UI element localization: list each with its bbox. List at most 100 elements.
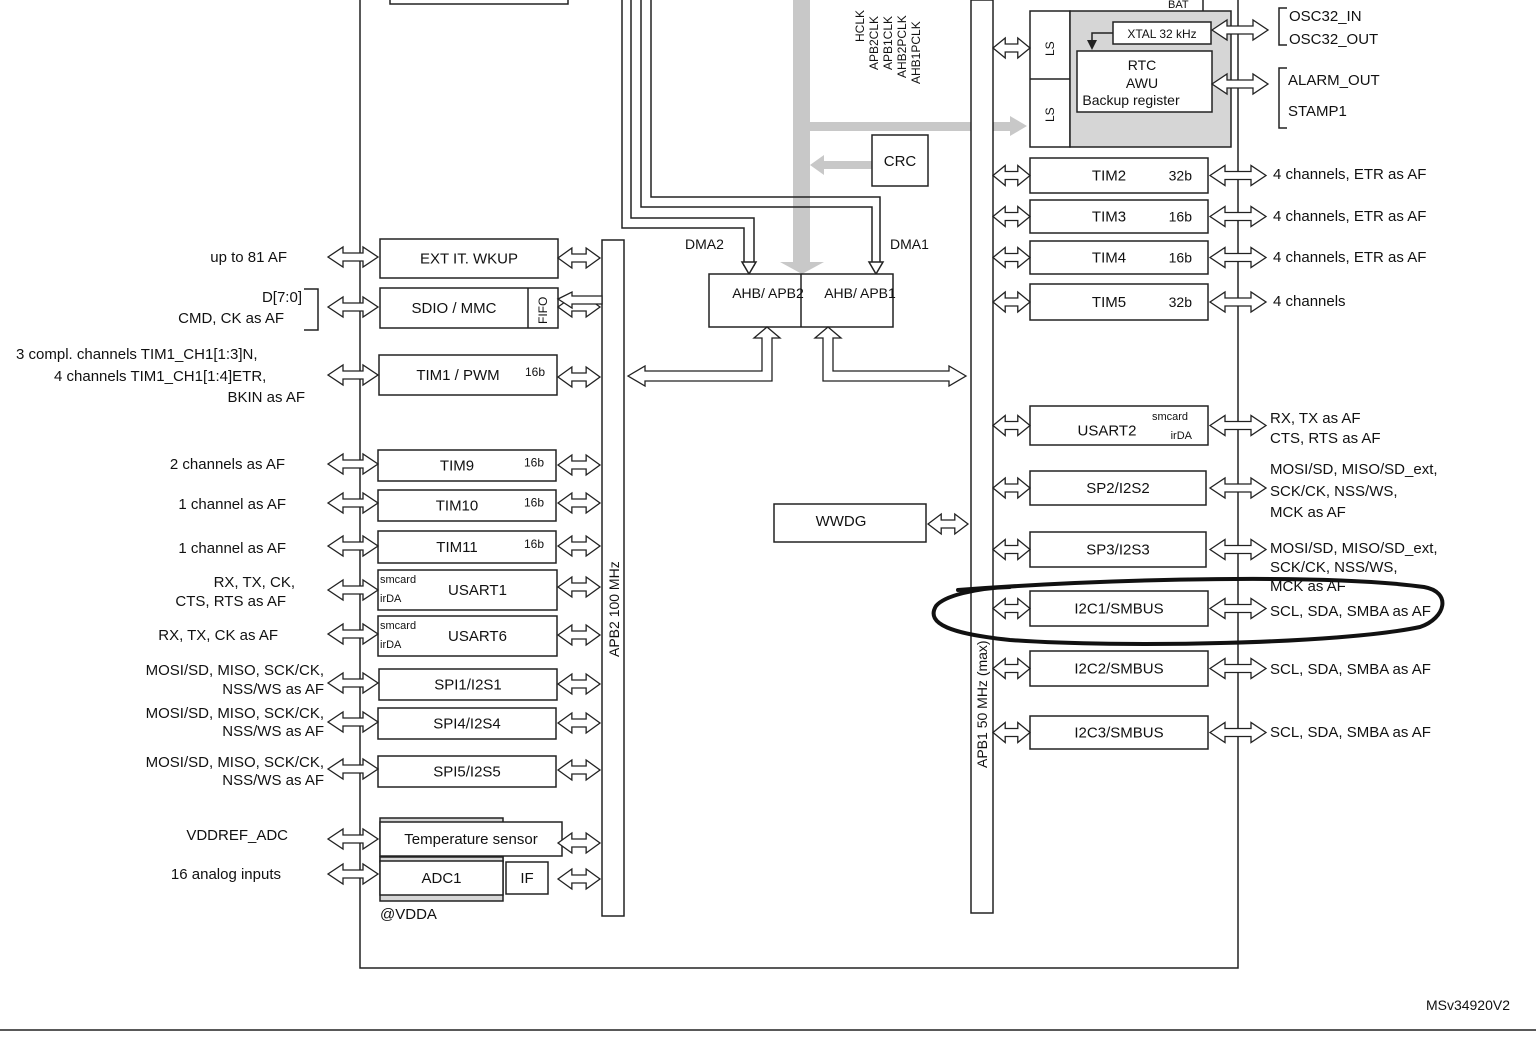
block-label: TIM3 <box>1092 209 1126 226</box>
signal-label: RX, TX, CK, <box>214 574 295 591</box>
block-label: I2C3/SMBUS <box>1074 725 1163 742</box>
signal-label: 16 analog inputs <box>171 866 281 883</box>
block <box>378 668 558 701</box>
bus-arrow <box>991 290 1032 314</box>
wwdg-block <box>773 503 927 543</box>
block-sublabel: smcard <box>1152 411 1188 423</box>
io-arrow <box>1208 538 1268 561</box>
block <box>1029 157 1209 194</box>
bus-arrow <box>991 246 1032 269</box>
fifo-label: FIFO <box>536 297 550 324</box>
ls-label: LS <box>1043 107 1057 122</box>
signal-label: MOSI/SD, MISO, SCK/CK, <box>146 662 324 679</box>
rtc-signal: STAMP1 <box>1288 103 1347 120</box>
signal-label: SCL, SDA, SMBA as AF <box>1270 724 1431 741</box>
block-label: SP3/I2S3 <box>1086 542 1149 559</box>
wwdg-label: WWDG <box>816 513 867 530</box>
signal-label: SCL, SDA, SMBA as AF <box>1270 603 1431 620</box>
rtc-line: RTC <box>1128 57 1157 73</box>
bus-arrow <box>991 36 1032 60</box>
block-label: TIM5 <box>1092 294 1126 311</box>
bus-arrow <box>556 453 602 477</box>
signal-label: up to 81 AF <box>210 249 287 266</box>
signal-label: NSS/WS as AF <box>222 723 324 740</box>
clock-label: HCLK <box>853 10 867 42</box>
xtal-label: XTAL 32 kHz <box>1127 27 1196 41</box>
rtc-line: AWU <box>1126 75 1158 91</box>
signal-label: 4 channels, ETR as AF <box>1273 208 1426 225</box>
highlight-ellipse <box>931 576 1445 646</box>
block-label: SPI5/I2S5 <box>433 764 501 781</box>
block <box>377 755 557 788</box>
block-label: SDIO / MMC <box>412 300 497 317</box>
signal-label: SCL, SDA, SMBA as AF <box>1270 661 1431 678</box>
bus-arrow <box>556 365 602 389</box>
block-sublabel: irDA <box>380 593 402 605</box>
rtc-signal: OSC32_IN <box>1289 8 1362 25</box>
ahb-apb2-label: AHB/ APB2 <box>732 285 804 301</box>
io-arrow <box>1208 205 1268 228</box>
bat-label: BAT <box>1168 0 1189 11</box>
figure-id: MSv34920V2 <box>1426 997 1510 1013</box>
apb1-peripheral: TIM3 16b 4 channels, ETR as AF <box>991 199 1426 234</box>
bus-arrow <box>556 672 602 696</box>
rtc-line: Backup register <box>1082 92 1180 108</box>
bus-arrow <box>556 623 602 647</box>
io-arrow <box>1208 597 1268 620</box>
io-arrow <box>1208 657 1268 680</box>
apb2-bus-label: APB2 100 MHz <box>606 561 622 657</box>
block-sublabel: irDA <box>380 639 402 651</box>
signal-label: 4 channels TIM1_CH1[1:4]ETR, <box>54 368 266 385</box>
bus-matrix: DMA2 DMA1 HCLK APB2CLK APB1CLK AHB2PCLK … <box>621 0 1027 543</box>
apb1-peripheral: I2C3/SMBUS SCL, SDA, SMBA as AF <box>991 715 1431 750</box>
bus-arrow <box>991 657 1032 680</box>
ls-label: LS <box>1043 41 1057 56</box>
signal-label: 3 compl. channels TIM1_CH1[1:3]N, <box>16 346 258 363</box>
signal-label: MOSI/SD, MISO/SD_ext, <box>1270 540 1438 557</box>
bus-arrow <box>556 491 602 515</box>
block <box>377 707 557 740</box>
signal-label: 1 channel as AF <box>178 540 286 557</box>
bus-arrow <box>556 575 602 599</box>
bit-width: 16b <box>1169 209 1193 225</box>
block <box>1029 199 1209 234</box>
bit-width: 32b <box>1169 294 1193 310</box>
io-arrow <box>1208 164 1268 187</box>
bus-arrow <box>991 538 1032 561</box>
block-label: USART6 <box>448 628 507 645</box>
signal-label: VDDREF_ADC <box>186 827 288 844</box>
block-label: SPI4/I2S4 <box>433 716 501 733</box>
signal-label: BKIN as AF <box>227 389 305 406</box>
block <box>1029 715 1209 750</box>
block-label: TIM9 <box>440 458 474 475</box>
block-label: I2C2/SMBUS <box>1074 661 1163 678</box>
signal-label: SCK/CK, NSS/WS, <box>1270 559 1398 576</box>
signal-label: CTS, RTS as AF <box>1270 430 1381 447</box>
bit-width: 32b <box>1169 168 1193 184</box>
io-arrow <box>326 710 380 734</box>
rtc-block <box>1076 50 1213 113</box>
clock-label: APB2CLK <box>867 16 881 70</box>
bus-arrow <box>926 512 970 536</box>
bit-width: 16b <box>524 537 544 551</box>
apb2-bus <box>601 239 625 917</box>
apb2-peripheral: EXT IT. WKUP up to 81 AF <box>210 238 602 279</box>
block-label: EXT IT. WKUP <box>420 251 518 268</box>
rtc-domain: LS LS XTAL 32 kHz RTC AWU Backup registe… <box>1029 7 1380 148</box>
supply-label: @VDDA <box>380 906 437 923</box>
crc-label: CRC <box>884 153 917 170</box>
bus-arrow <box>991 476 1032 500</box>
bus-arrow <box>556 534 602 558</box>
